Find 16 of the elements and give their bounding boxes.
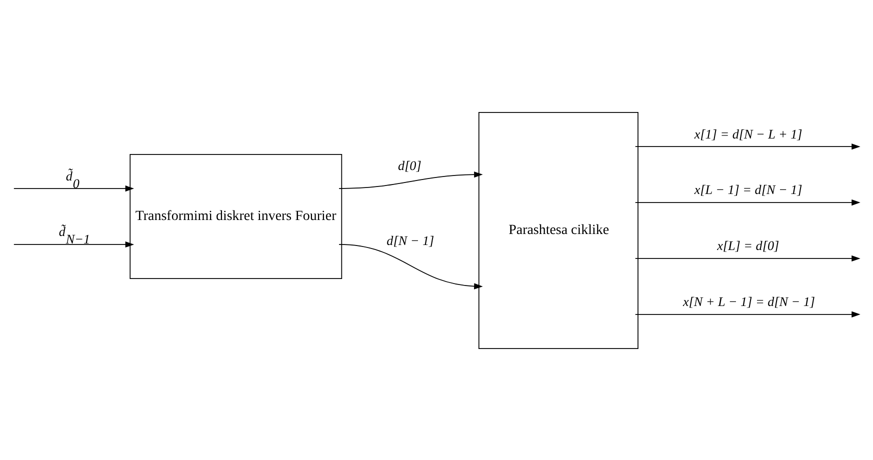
arrow [634, 310, 860, 317]
edge-label: x[L − 1] = d[N − 1] [694, 182, 802, 197]
arrow [338, 171, 483, 188]
arrow [634, 254, 860, 262]
node-box: Transformimi diskret invers Fourier [130, 154, 342, 279]
arrow [13, 240, 134, 248]
edge-label: x[N + L − 1] = d[N − 1] [682, 294, 816, 309]
edge-label: d[N − 1] [386, 232, 434, 248]
node-box: Parashtesa ciklike [478, 112, 638, 348]
arrow [338, 244, 483, 289]
arrow [634, 198, 860, 206]
arrow [634, 143, 860, 150]
arrow [13, 184, 134, 192]
edge-label: d[0] [398, 157, 422, 172]
edge-label: x[1] = d[N − L + 1] [694, 126, 802, 141]
edge-label: x[L] = d[0] [717, 238, 780, 253]
